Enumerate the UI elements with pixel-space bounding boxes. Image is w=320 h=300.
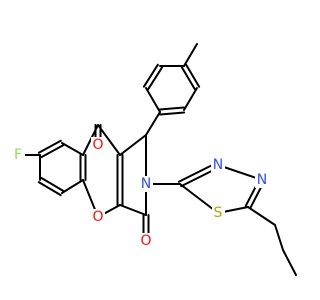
bond	[274, 224, 284, 251]
bond	[282, 249, 297, 276]
ring-oxygen-label: O	[92, 209, 103, 225]
bond	[179, 183, 219, 214]
pyrrole-nitrogen-atom: N	[139, 176, 153, 192]
lactam-oxygen-atom: O	[139, 233, 153, 249]
bond	[145, 111, 161, 136]
bond	[217, 164, 263, 181]
bond	[159, 111, 186, 116]
bond	[183, 43, 198, 67]
bond-layer	[17, 43, 297, 276]
bond	[61, 142, 84, 156]
bond	[37, 139, 62, 154]
thiadiazole-nitrogen-label-2: N	[257, 172, 267, 188]
bond	[61, 179, 84, 194]
bond	[37, 181, 62, 197]
bond	[40, 144, 65, 159]
molecule-structure: F O O O N N N S	[0, 0, 300, 300]
pyrrole-nitrogen-label: N	[141, 176, 151, 192]
bond	[119, 134, 147, 156]
bond	[97, 124, 121, 156]
bond	[177, 161, 218, 183]
bond	[119, 204, 147, 216]
fluorine-atom: F	[12, 147, 25, 163]
ring-oxygen-atom: O	[91, 209, 105, 225]
thiadiazole-sulfur-label: S	[214, 205, 223, 221]
thiadiazole-nitrogen-atom-1: N	[211, 157, 225, 173]
bond	[158, 106, 185, 111]
ketone-oxygen-label: O	[92, 137, 103, 153]
bond	[145, 87, 161, 113]
bond	[247, 206, 276, 226]
atom-label-layer: F O O O N N N S	[12, 137, 269, 249]
bond	[142, 63, 159, 88]
fluorine-label: F	[14, 147, 22, 163]
thiadiazole-nitrogen-label-1: N	[213, 157, 223, 173]
bond	[185, 63, 201, 88]
canvas-background	[0, 0, 300, 300]
bond	[40, 176, 65, 192]
bond	[180, 66, 196, 91]
bond	[147, 66, 164, 91]
bond	[183, 87, 198, 111]
thiadiazole-nitrogen-atom-2: N	[255, 172, 269, 188]
thiadiazole-sulfur-atom: S	[212, 205, 225, 221]
ketone-oxygen-atom: O	[91, 137, 105, 153]
lactam-oxygen-label: O	[140, 233, 151, 249]
